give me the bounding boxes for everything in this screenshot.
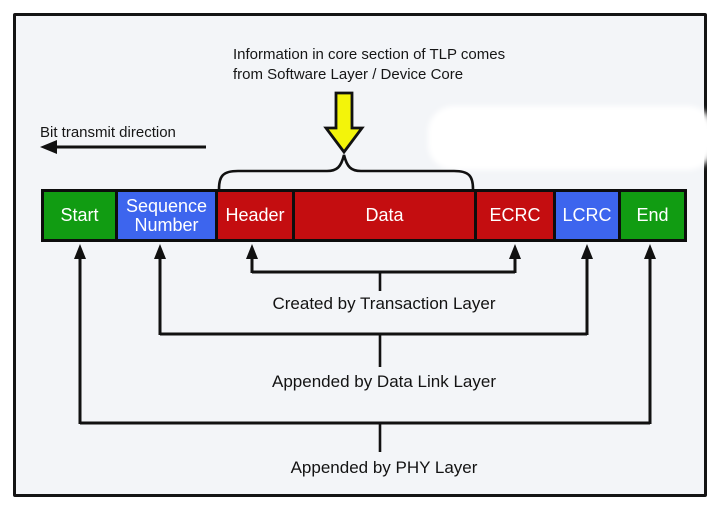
segment-header-label: Header [225, 205, 285, 225]
core-section-note-line1: Information in core section of TLP comes [233, 46, 506, 63]
segment-sequence-number-label: Sequence Number [125, 195, 208, 235]
segment-end-label: End [636, 205, 669, 225]
core-section-note-line2: from Software Layer / Device Core [233, 66, 464, 83]
erased-watermark-patch [428, 106, 714, 170]
segment-data-label: Data [365, 205, 404, 225]
bit-transmit-direction-label: Bit transmit direction [40, 124, 176, 141]
phy-layer-label: Appended by PHY Layer [290, 458, 478, 477]
core-section-note: Information in core section of TLP comes… [233, 45, 505, 85]
segment-sequence-number: Sequence Number [118, 192, 218, 239]
segment-start: Start [44, 192, 118, 239]
tlp-packet-bar: Start Sequence Number Header Data ECRC L… [41, 189, 687, 242]
segment-data: Data [295, 192, 477, 239]
segment-ecrc: ECRC [477, 192, 556, 239]
transaction-layer-label: Created by Transaction Layer [272, 294, 496, 313]
diagram-panel [13, 13, 714, 497]
segment-lcrc-label: LCRC [562, 205, 612, 225]
segment-end: End [621, 192, 684, 239]
data-link-layer-label: Appended by Data Link Layer [272, 372, 496, 391]
segment-ecrc-label: ECRC [489, 205, 541, 225]
segment-lcrc: LCRC [556, 192, 621, 239]
segment-header: Header [218, 192, 295, 239]
segment-start-label: Start [60, 205, 99, 225]
